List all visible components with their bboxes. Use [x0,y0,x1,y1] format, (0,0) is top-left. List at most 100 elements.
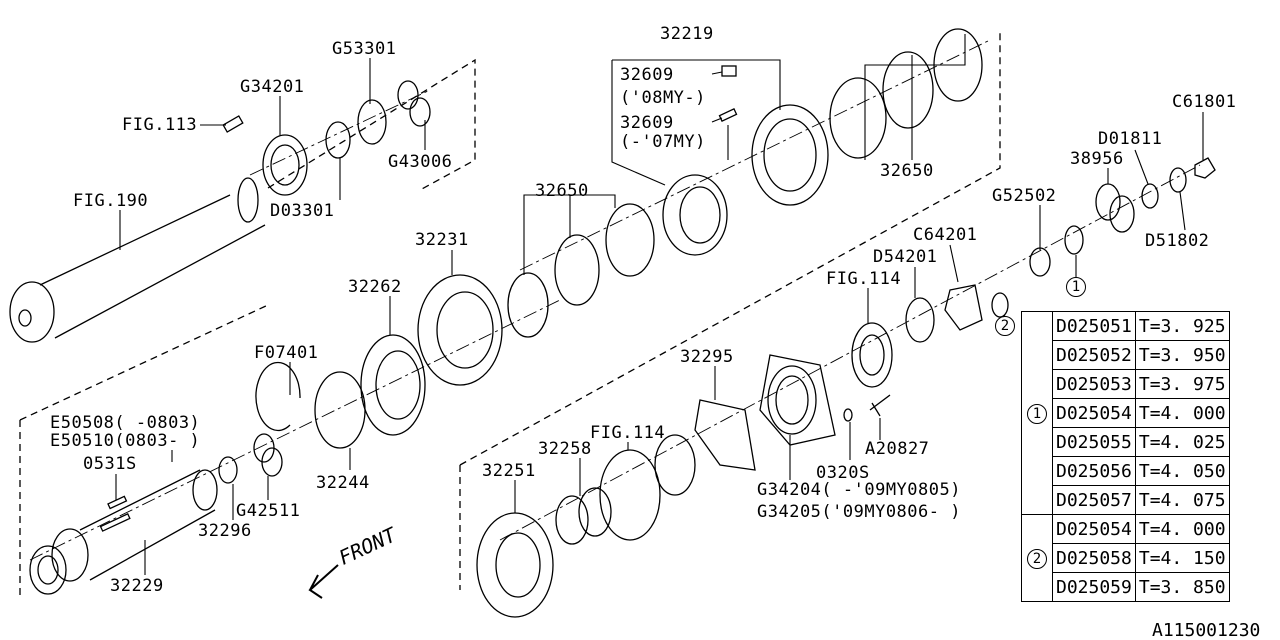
thickness: T=4. 050 [1134,456,1230,486]
callout-2: 2 [995,316,1015,336]
label-d01811: D01811 [1098,129,1163,149]
bushing-g43006 [397,80,431,127]
label-fig114-a: FIG.114 [826,269,902,289]
ring-32650d [829,77,887,159]
part-number: D025051 [1052,311,1136,341]
washer-0320s [843,408,853,422]
thickness: T=4. 075 [1134,485,1230,515]
ring-g53301 [357,99,387,145]
label-32251: 32251 [482,461,536,481]
label-32650-a: 32650 [535,181,589,201]
snap-ring-f07401 [255,361,301,432]
thickness: T=4. 000 [1134,514,1230,544]
label-f07401: F07401 [254,343,319,363]
nut-c64201 [944,284,983,331]
gear-32231 [417,274,503,386]
label-a20827: A20827 [865,439,930,459]
label-32229: 32229 [110,576,164,596]
label-32219: 32219 [660,24,714,44]
label-32262: 32262 [348,277,402,297]
part-number: D025059 [1052,572,1136,602]
key-32609-08my [721,65,737,77]
group-marker-cell: 1 [1021,311,1053,515]
label-e50508: E50508( -0803) [50,413,201,433]
washer-d54201 [905,297,935,343]
label-fig113: FIG.113 [122,115,198,135]
label-g53301: G53301 [332,39,397,59]
washer-1 [1064,225,1084,255]
label-g52502: G52502 [992,186,1057,206]
leader-lines [115,34,1204,575]
part-number: D025057 [1052,485,1136,515]
thickness: T=3. 950 [1134,340,1230,370]
assembly-boundary [19,30,1001,600]
label-32296: 32296 [198,521,252,541]
pin-fig113 [222,115,244,133]
bearing-housing-g34204 [759,354,836,446]
label-c61801: C61801 [1172,92,1237,112]
thickness: T=3. 925 [1134,311,1230,341]
label-d54201: D54201 [873,247,938,267]
washer-d03301 [325,121,351,159]
washer-d01811 [1141,183,1159,209]
washer-32296 [218,456,238,484]
label-32609-a-note: ('08MY-) [620,88,706,108]
label-32244: 32244 [316,473,370,493]
group-marker: 2 [1027,549,1047,569]
washer-2 [991,292,1009,318]
label-32231: 32231 [415,230,469,250]
main-shaft [9,177,266,343]
label-g34205: G34205('09MY0806- ) [757,502,961,522]
label-fig114-b: FIG.114 [590,423,666,443]
label-g34204: G34204( -'09MY0805) [757,480,961,500]
part-number: D025053 [1052,369,1136,399]
label-32609-b-note: (-'07MY) [620,132,706,152]
label-d03301: D03301 [270,201,335,221]
nut-c61801 [1194,157,1216,179]
part-number: D025054 [1052,398,1136,428]
front-arrow-icon [308,564,339,599]
gear-fig114 [599,434,696,541]
plate-32262 [360,334,426,436]
part-number: D025058 [1052,543,1136,573]
sleeve-32219 [751,104,829,206]
part-number: D025054 [1052,514,1136,544]
diagram-code: A115001230 [1152,620,1261,640]
part-number: D025056 [1052,456,1136,486]
label-c64201: C64201 [913,225,978,245]
ring-32650c [605,203,655,277]
bearing-g42511 [253,433,283,477]
label-0320s: 0320S [816,463,870,483]
label-g43006: G43006 [388,152,453,172]
thickness: T=4. 150 [1134,543,1230,573]
key-32609-07my [718,108,738,122]
label-d51802: D51802 [1145,231,1210,251]
ring-32650b [554,234,600,306]
thickness: T=4. 000 [1134,398,1230,428]
group-marker: 1 [1027,404,1047,424]
label-32650-b: 32650 [880,161,934,181]
group-marker-cell: 2 [1021,514,1053,602]
plate-32295 [694,399,756,471]
label-e50510: E50510(0803- ) [50,431,201,451]
ring-32650e [882,51,934,129]
bolt-a20827 [869,394,891,417]
bearing-fig114 [851,322,893,388]
snap-ring-32244 [314,371,366,449]
label-32609-b: 32609 [620,113,674,133]
bearing-38956 [1095,183,1135,233]
label-0531s: 0531S [83,454,137,474]
thickness: T=3. 975 [1134,369,1230,399]
thickness: T=4. 025 [1134,427,1230,457]
